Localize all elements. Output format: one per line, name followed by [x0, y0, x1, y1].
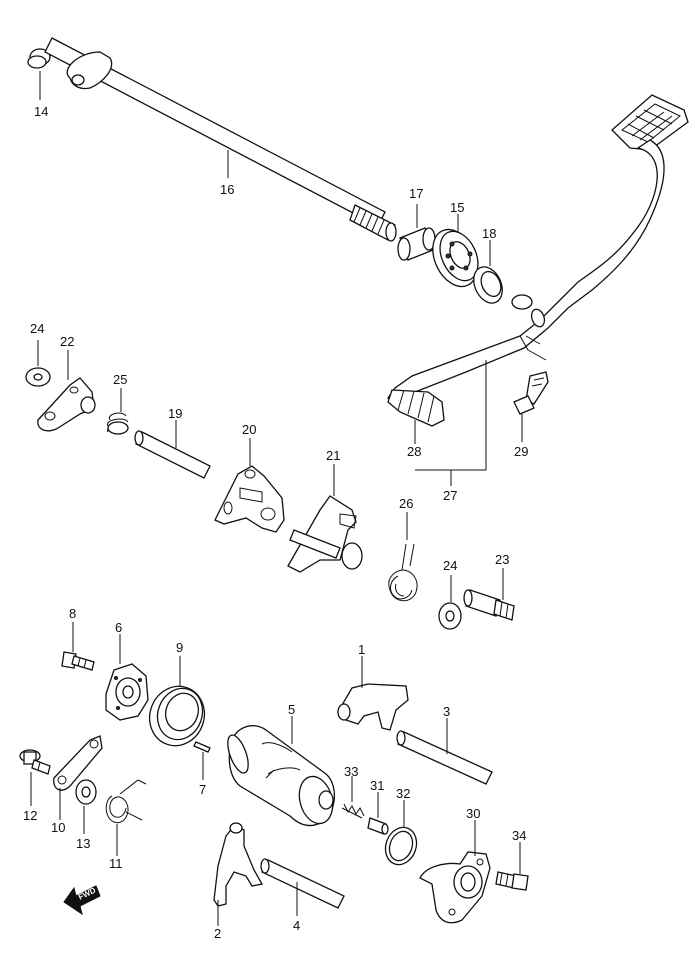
callout-33: 33 [344, 764, 358, 779]
callout-15: 15 [450, 200, 464, 215]
callout-28: 28 [407, 444, 421, 459]
callout-23: 23 [495, 552, 509, 567]
callout-8: 8 [69, 606, 76, 621]
part-23-bolt [463, 589, 515, 621]
part-26-return-spring [388, 543, 418, 602]
callout-9: 9 [176, 640, 183, 655]
part-9-bearing [148, 685, 206, 747]
callout-3: 3 [443, 704, 450, 719]
callout-24-mid: 24 [443, 558, 457, 573]
part-33-spring [341, 803, 365, 819]
part-21-gearshift-arm [287, 495, 363, 573]
callout-5: 5 [288, 702, 295, 717]
callout-16: 16 [220, 182, 234, 197]
fwd-arrow-icon: FWD [63, 885, 101, 916]
part-29-bolt [513, 371, 549, 415]
part-5-shift-cam [227, 725, 336, 827]
callout-29: 29 [514, 444, 528, 459]
part-17-sleeve [397, 227, 436, 261]
part-18-oil-seal [473, 266, 503, 304]
part-1-shift-fork [337, 683, 409, 731]
callout-27: 27 [443, 488, 457, 503]
callout-labels: 14 16 17 15 18 24 22 25 19 20 21 28 29 2… [23, 104, 528, 941]
callout-10: 10 [51, 820, 65, 835]
callout-24-top: 24 [30, 321, 44, 336]
part-14-bushing [27, 48, 51, 69]
part-25-spring [107, 412, 129, 435]
part-11-spring [105, 779, 147, 824]
callout-6: 6 [115, 620, 122, 635]
callout-21: 21 [326, 448, 340, 463]
part-4-fork-shaft [260, 858, 345, 909]
callout-31: 31 [370, 778, 384, 793]
part-8-bolt [61, 651, 95, 671]
callout-25: 25 [113, 372, 127, 387]
part-13-washer [75, 779, 97, 805]
part-34-bolt [495, 871, 529, 891]
callout-19: 19 [168, 406, 182, 421]
callout-2: 2 [214, 926, 221, 941]
part-32-o-ring [384, 826, 418, 866]
callout-26: 26 [399, 496, 413, 511]
part-31-plunger [367, 817, 389, 835]
callout-34: 34 [512, 828, 526, 843]
part-30-housing [419, 851, 491, 924]
callout-12: 12 [23, 808, 37, 823]
part-24-washer-mid [438, 602, 462, 630]
callout-7: 7 [199, 782, 206, 797]
callout-20: 20 [242, 422, 256, 437]
part-24-washer-top [25, 367, 51, 387]
part-7-pin [193, 741, 211, 753]
part-6-cam-plate [105, 663, 149, 721]
callout-30: 30 [466, 806, 480, 821]
callout-14: 14 [34, 104, 48, 119]
callout-4: 4 [293, 918, 300, 933]
callout-13: 13 [76, 836, 90, 851]
callout-1: 1 [358, 642, 365, 657]
callout-32: 32 [396, 786, 410, 801]
part-19-pin [134, 430, 211, 479]
part-10-arm [53, 735, 103, 791]
callout-22: 22 [60, 334, 74, 349]
callout-11: 11 [109, 856, 123, 871]
part-16-shift-shaft [44, 37, 397, 242]
part-12-bolt [19, 749, 51, 775]
callout-17: 17 [409, 186, 423, 201]
part-15-bearing [432, 228, 479, 288]
part-22-stopper-arm [37, 377, 96, 432]
part-20-cam-stopper-plate [214, 465, 285, 533]
part-2-shift-fork [213, 822, 264, 907]
part-28-lever-rubber [387, 389, 445, 427]
part-3-fork-shaft [396, 730, 493, 785]
callout-18: 18 [482, 226, 496, 241]
